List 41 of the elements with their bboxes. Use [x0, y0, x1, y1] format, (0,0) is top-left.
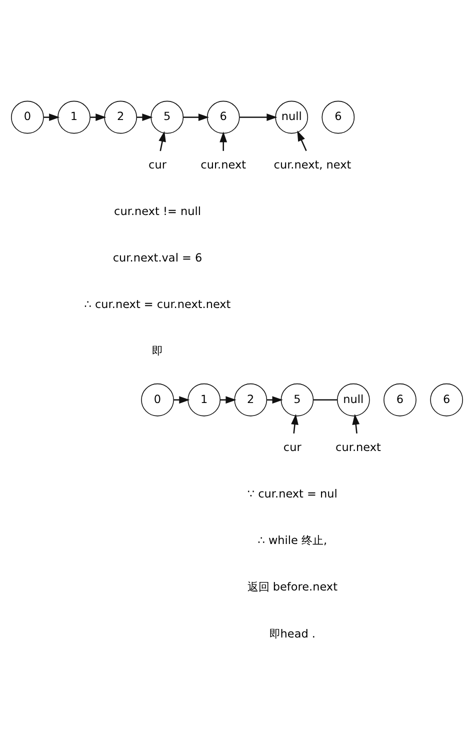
arrow [136, 114, 153, 121]
arrow [90, 114, 106, 121]
node-circle: 6 [430, 383, 464, 416]
node-text: cur [283, 441, 302, 454]
arrow [44, 114, 60, 121]
node-circle: null [336, 383, 370, 416]
connector [313, 399, 338, 401]
arrow [158, 131, 166, 152]
node-circle: 6 [384, 383, 416, 416]
node-text: cur [148, 158, 166, 172]
arrow [174, 396, 190, 404]
label: ∴ cur.next = cur.next.next [84, 298, 231, 312]
node-circle: 5 [150, 100, 184, 134]
label: ∴ while 终止, [258, 534, 328, 548]
arrow [267, 396, 283, 404]
label: cur.next != null [114, 204, 201, 218]
node-circle: 1 [58, 100, 90, 134]
node-circle: 0 [141, 383, 174, 416]
node-circle: 6 [322, 100, 355, 134]
label: 即head . [269, 627, 316, 640]
node-circle: 2 [104, 100, 138, 134]
arrow [220, 396, 236, 404]
node-circle: 1 [188, 383, 221, 416]
node-text: cur.next, next [274, 158, 352, 172]
arrow [352, 414, 360, 434]
node-circle: 2 [234, 383, 268, 416]
label: ∵ cur.next = nul [247, 488, 338, 501]
label: cur.next.val = 6 [112, 252, 202, 265]
label: 即 [152, 344, 164, 358]
node-circle: null [275, 100, 308, 134]
label: 返回 before.next [247, 580, 338, 594]
node-circle: 5 [280, 383, 314, 416]
node-text: cur.next [336, 441, 381, 454]
node-text: cur.next [200, 158, 246, 172]
node-circle: 0 [10, 100, 44, 134]
arrow [297, 130, 307, 152]
arrow [240, 114, 278, 121]
arrow [183, 114, 210, 121]
arrow [291, 414, 298, 434]
node-circle: 6 [206, 100, 240, 134]
arrow [220, 132, 228, 151]
